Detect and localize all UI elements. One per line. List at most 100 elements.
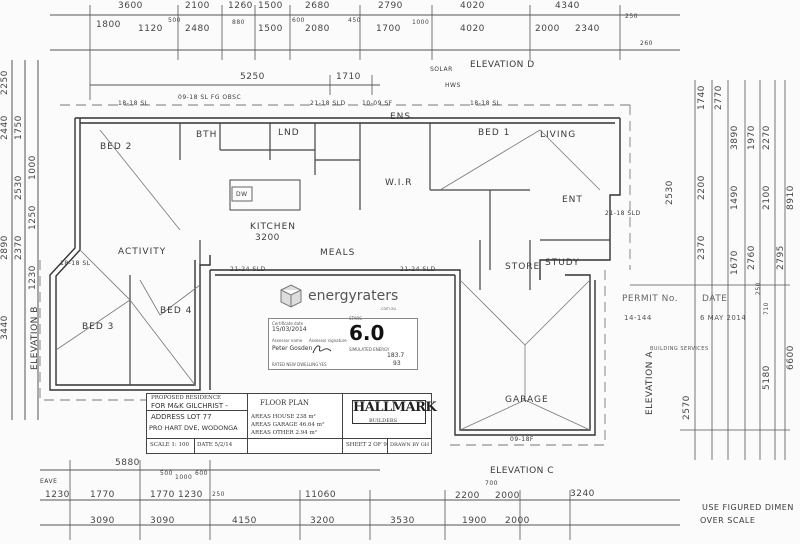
client: FOR M&K GILCHRIST -: [151, 402, 228, 410]
window-code: 21-18 SLD: [605, 210, 641, 217]
dimension: 6600: [786, 345, 796, 370]
window-code: 18-18 SL: [118, 100, 149, 107]
area-other: AREAS OTHER 2.94 m²: [251, 430, 317, 436]
dimension: 2890: [0, 235, 10, 260]
elevation-b-label: ELEVATION B: [30, 306, 40, 370]
address: ADDRESS LOT 77: [151, 413, 212, 421]
street: PRO HART DVE, WODONGA: [149, 424, 238, 432]
dimension: 3600: [118, 1, 143, 11]
dimension: 2000: [535, 24, 560, 34]
area-house: AREAS HOUSE 238 m²: [251, 414, 316, 420]
dimension: 1230: [28, 265, 38, 290]
building-services-stamp: BUILDING SERVICES: [650, 346, 709, 352]
dimension: 3090: [150, 516, 175, 526]
window-code: 21-24 SLD: [230, 266, 266, 273]
dimension: 1670: [730, 250, 740, 275]
dimension: 700: [485, 480, 498, 487]
dimension: 2200: [697, 175, 707, 200]
dimension: 1260: [228, 1, 253, 11]
dimension: 5180: [762, 365, 772, 390]
dimension: 2530: [14, 175, 24, 200]
new-dwelling-label: RATED NEW DWELLING: [272, 362, 319, 367]
rating-card: Certificate date 15/03/2014 Assessor nam…: [268, 316, 418, 370]
signature-label: Assessor signature: [309, 338, 347, 343]
sheet-number: SHEET 2 OF 9: [346, 442, 387, 448]
dimension: 2250: [0, 70, 10, 95]
dimension: 450: [348, 17, 361, 24]
room-label-bed3: BED 3: [82, 322, 115, 332]
elevation-a-label: ELEVATION A: [645, 351, 655, 415]
dimension: 1710: [336, 72, 361, 82]
dimension: 260: [640, 40, 653, 47]
dimension: 2100: [762, 185, 772, 210]
dimension: 1000: [175, 474, 193, 481]
area-garage: AREAS GARAGE 46.64 m²: [251, 422, 325, 428]
dishwasher-label: DW: [236, 191, 248, 198]
dimension: 2080: [305, 24, 330, 34]
energyraters-brand-sub: .com.au: [380, 306, 397, 311]
energyraters-brand: energyraters: [308, 288, 399, 304]
room-label-bathroom: BTH: [196, 130, 218, 140]
energy-value-2: 93: [393, 360, 401, 367]
dimension: 1230: [45, 490, 70, 500]
room-label-entry: ENT: [562, 195, 583, 205]
dimension: 1900: [462, 516, 487, 526]
energyraters-logo-icon: [280, 284, 302, 308]
window-code: 18-18 SL: [470, 100, 501, 107]
dimension: 2370: [14, 235, 24, 260]
dimension: 3440: [0, 315, 10, 340]
permit-label: PERMIT No.: [622, 294, 679, 304]
date-label: Certificate date: [272, 321, 304, 326]
star-rating: 6.0: [349, 321, 385, 345]
dimension: 11060: [305, 490, 337, 500]
dimension: 3090: [90, 516, 115, 526]
project-title: PROPOSED RESIDENCE: [151, 395, 222, 401]
room-label-store: STORE: [505, 262, 541, 272]
permit-number: 14-144: [624, 314, 652, 322]
dimension: 1770: [150, 490, 175, 500]
dimension: 2530: [665, 180, 675, 205]
dimension: 2795: [776, 245, 786, 270]
solar-note: SOLAR: [430, 66, 453, 73]
hallmark-logo-sub: BUILDERS: [369, 418, 398, 424]
hallmark-logo: HALLMARK: [352, 400, 437, 424]
dimension: 2370: [697, 235, 707, 260]
dimension: 8910: [786, 185, 796, 210]
energy-value: 183.7: [387, 352, 405, 359]
certificate-date: 15/03/2014: [272, 326, 307, 333]
assessor-name: Peter Gosden: [272, 345, 313, 352]
dimension: 1120: [138, 24, 163, 34]
eave-label: EAVE: [40, 478, 58, 485]
elevation-c-label: ELEVATION C: [490, 466, 555, 476]
new-dwelling-value: YES: [319, 362, 327, 367]
stars-label: STARS: [349, 316, 362, 321]
dimension: 2200: [455, 491, 480, 501]
room-label-living: LIVING: [540, 130, 577, 140]
room-label-wir: W.I.R: [385, 178, 413, 188]
dimension: 250: [755, 282, 762, 295]
scale: SCALE 1: 100: [150, 442, 189, 448]
energy-rating-stamp: energyraters .com.au Certificate date 15…: [268, 280, 418, 380]
dimension: 1770: [90, 490, 115, 500]
drawing-title: FLOOR PLAN: [260, 399, 310, 407]
signature: [312, 345, 332, 354]
dimension: 1700: [376, 24, 401, 34]
dimension: 1970: [747, 125, 757, 150]
room-label-bed2: BED 2: [100, 142, 133, 152]
dimension: 2340: [575, 24, 600, 34]
dimension: 2270: [762, 125, 772, 150]
dimension: 2000: [505, 516, 530, 526]
room-label-bed4: BED 4: [160, 306, 193, 316]
room-label-garage: GARAGE: [505, 395, 549, 405]
hws-note: HWS: [445, 82, 461, 89]
dimension: 1750: [14, 115, 24, 140]
dimension: 2760: [747, 245, 757, 270]
window-code: 09-18F: [510, 436, 534, 443]
dimension: 4020: [460, 24, 485, 34]
dimension: 500: [160, 470, 173, 477]
dimension: 2570: [682, 395, 692, 420]
permit-date: 6 MAY 2014: [700, 314, 747, 322]
dimension: 4020: [460, 1, 485, 11]
